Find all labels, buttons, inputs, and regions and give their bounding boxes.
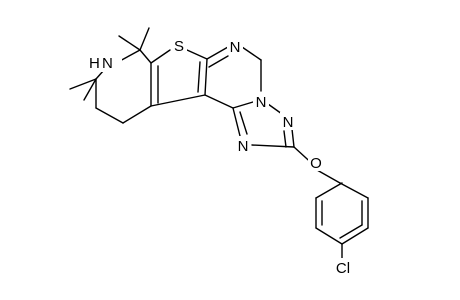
- bond-nbridge-c: [232, 101, 254, 109]
- bond-n3-c-double: [239, 111, 248, 135]
- ether-o-bg: [308, 153, 324, 171]
- sulfur-bg: [171, 36, 187, 54]
- bond-o-cipso: [339, 182, 369, 199]
- chlorine-bg: [331, 258, 355, 276]
- bond-c9a-c3b-double: [197, 61, 201, 93]
- ether-o-label: O: [310, 155, 322, 172]
- pyrimidine-n-bg: [227, 37, 243, 55]
- bond-n2-c2-double: [283, 130, 287, 148]
- bond-ar5: [315, 182, 343, 199]
- triazole-n-right-label: N: [283, 114, 294, 131]
- bond-ar2: [341, 227, 369, 245]
- bond-c6-me2: [83, 78, 97, 101]
- triazole-n-bridge-label: N: [256, 94, 267, 111]
- bond-s-c9a: [186, 49, 208, 60]
- nh-bg: [98, 54, 122, 72]
- bond-layer: [69, 27, 369, 259]
- nh-n-label: N: [102, 55, 113, 72]
- bond-ar2-double: [339, 224, 363, 239]
- bond-c5-c4: [95, 107, 124, 124]
- bond-c-c3b: [204, 94, 234, 109]
- chlorine-label: Cl: [336, 260, 350, 277]
- bond-n2-c2: [291, 128, 295, 148]
- label-layer: S N H N N N N O Cl: [89, 36, 355, 277]
- bond-c8a-s: [150, 49, 171, 64]
- nh-h-label: H: [89, 55, 100, 72]
- triazole-n-bridge-bg: [253, 92, 269, 110]
- bond-c8a-c8: [139, 49, 152, 64]
- bond-c9a-n-double: [208, 55, 229, 68]
- bond-c9a-c3b: [204, 58, 208, 96]
- bond-c4-c3a: [122, 105, 152, 124]
- bond-nbridge-n2: [267, 103, 283, 115]
- sulfur-label: S: [174, 38, 184, 55]
- bond-ch2-o2: [316, 169, 341, 184]
- triazole-n-lower-label: N: [238, 138, 249, 155]
- bond-ar3: [315, 227, 343, 245]
- triazole-n-lower-bg: [235, 136, 251, 154]
- bond-n3-c: [232, 107, 242, 141]
- bond-c8-me1: [118, 35, 141, 51]
- bond-c3b-c3a: [150, 94, 206, 107]
- bond-n-ch: [241, 46, 262, 61]
- bond-c8-me2: [139, 27, 150, 51]
- bond-c2-n3: [251, 144, 295, 148]
- triazole-n-right-bg: [280, 112, 296, 130]
- bond-c6-me1: [69, 78, 97, 90]
- bond-c9a-n: [206, 46, 229, 60]
- pyrimidine-n-label: N: [230, 39, 241, 56]
